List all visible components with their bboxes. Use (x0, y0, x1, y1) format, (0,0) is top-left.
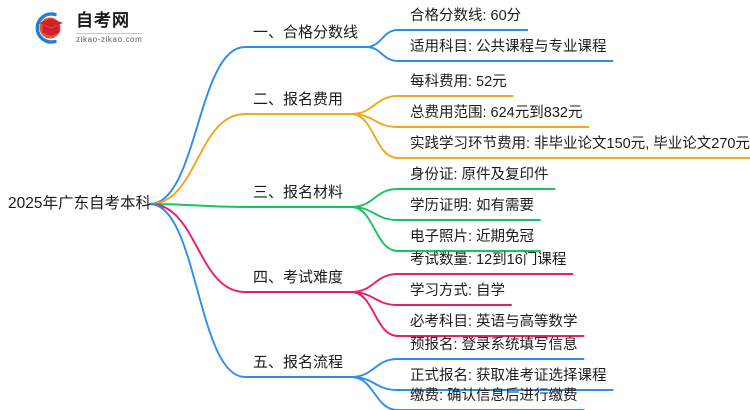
mindmap-branch-node-1[interactable]: 一、合格分数线 (253, 24, 359, 41)
mindmap-root-node[interactable]: 2025年广东自考本科 (8, 195, 151, 212)
zikao-logo-mark-icon (28, 10, 68, 46)
mindmap-branch-node-4[interactable]: 四、考试难度 (253, 269, 344, 286)
mindmap-branch-node-5[interactable]: 五、报名流程 (253, 354, 344, 371)
mindmap-leaf-node[interactable]: 身份证: 原件及复印件 (410, 167, 549, 183)
mindmap-leaf-node[interactable]: 缴费: 确认信息后进行缴费 (410, 388, 578, 404)
logo-text-block: 自考网 zikao-zikao.com (76, 11, 143, 44)
mindmap-connector (149, 203, 352, 208)
mindmap-leaf-node[interactable]: 实践学习环节费用: 非毕业论文150元, 毕业论文270元 (410, 136, 750, 152)
logo-title: 自考网 (76, 11, 130, 30)
mindmap-leaf-node[interactable]: 学习方式: 自学 (410, 283, 506, 299)
mindmap-leaf-node[interactable]: 总费用范围: 624元到832元 (410, 105, 583, 121)
mindmap-leaf-node[interactable]: 预报名: 登录系统填写信息 (410, 337, 578, 353)
mindmap-leaf-node[interactable]: 学历证明: 如有需要 (410, 198, 535, 214)
mindmap-branch-node-3[interactable]: 三、报名材料 (253, 184, 344, 201)
mindmap-leaf-node[interactable]: 考试数量: 12到16门课程 (410, 252, 567, 268)
mindmap-leaf-node[interactable]: 适用科目: 公共课程与专业课程 (410, 39, 607, 55)
mindmap-leaf-node[interactable]: 必考科目: 英语与高等数学 (410, 314, 578, 330)
mindmap-connector (149, 46, 367, 205)
site-logo: 自考网 zikao-zikao.com (28, 8, 198, 48)
mindmap-connector (149, 203, 352, 378)
mindmap-leaf-node[interactable]: 每科费用: 52元 (410, 74, 507, 90)
mindmap-leaf-node[interactable]: 合格分数线: 60分 (410, 8, 522, 24)
logo-subtitle: zikao-zikao.com (76, 33, 143, 44)
mindmap-leaf-node[interactable]: 电子照片: 近期免冠 (410, 229, 535, 245)
mindmap-branch-node-2[interactable]: 二、报名费用 (253, 91, 344, 108)
mindmap-leaf-node[interactable]: 正式报名: 获取准考证选择课程 (410, 368, 607, 384)
